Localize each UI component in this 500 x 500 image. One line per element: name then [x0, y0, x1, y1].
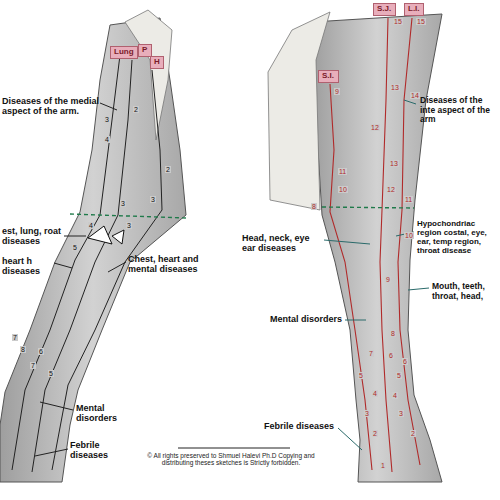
right-shoulder: [268, 12, 330, 210]
meridian-name: P: [142, 46, 148, 55]
point-number: 3: [104, 116, 110, 123]
region-label: Febrile diseases: [70, 440, 122, 460]
region-label: Mouth, teeth, throat, head,: [432, 282, 498, 301]
point-number: 13: [390, 84, 400, 91]
point-number: 11: [404, 196, 413, 203]
meridian-tag: Lung: [110, 46, 138, 59]
point-number: 12: [370, 124, 380, 131]
point-number: 8: [20, 346, 26, 353]
point-number: 3: [120, 200, 126, 207]
point-number: 8: [311, 203, 317, 210]
region-label: Mental disorders: [76, 403, 132, 423]
point-number: 2: [133, 106, 139, 113]
point-number: 7: [30, 362, 36, 369]
point-number: 3: [398, 410, 404, 417]
point-number: 1: [380, 462, 386, 469]
point-number: 10: [338, 186, 348, 193]
right-meridians: [330, 18, 420, 472]
point-number: 5: [358, 372, 364, 379]
region-label: heart h diseases: [2, 256, 52, 276]
elbow-crease: [70, 214, 186, 218]
point-number: 11: [338, 168, 347, 175]
leader-lines: [324, 100, 429, 450]
point-number: 2: [165, 166, 171, 173]
point-number: 6: [38, 348, 44, 355]
elbow-crease: [322, 207, 414, 208]
meridian-tag: S.J.: [373, 3, 396, 16]
meridian-name: H: [154, 58, 160, 67]
point-number: 9: [334, 88, 340, 95]
region-label: Diseases of the inte aspect of the arm: [420, 96, 498, 125]
point-number: 3: [126, 222, 132, 229]
meridian-tag: H: [150, 56, 164, 69]
point-number: 13: [389, 160, 399, 167]
point-number: 5: [72, 244, 78, 251]
point-number: 4: [104, 136, 110, 143]
point-number: 4: [392, 392, 398, 399]
point-number: 5: [396, 372, 402, 379]
point-number: 10: [404, 232, 414, 239]
rule-line: [178, 448, 290, 449]
meridian-name: S.J.: [377, 5, 392, 14]
region-label: est, lung, roat diseases: [2, 226, 62, 246]
point-number: 7: [368, 350, 374, 357]
meridian-tag: L.I.: [404, 3, 424, 16]
region-label: Chest, heart and mental diseases: [128, 254, 220, 274]
point-number: 8: [390, 330, 396, 337]
point-number: 14: [410, 92, 420, 99]
point-number: 4: [88, 222, 94, 229]
meridian-name: Lung: [114, 48, 134, 57]
point-number: 2: [372, 430, 378, 437]
point-number: 2: [410, 430, 416, 437]
point-number: 12: [386, 186, 396, 193]
region-label: Febrile diseases: [264, 421, 344, 431]
elbow-mark: [112, 230, 124, 244]
point-number: 6: [402, 358, 408, 365]
meridian-tag: S.I.: [318, 70, 339, 83]
region-label: Diseases of the medial aspect of the arm…: [2, 96, 120, 116]
point-number: 15: [393, 18, 403, 25]
point-number: 3: [150, 196, 156, 203]
copyright-note: © All rights preserved to Shmuel Halevi …: [145, 452, 317, 467]
region-label: Hypochondriac region costal, eye, ear, t…: [417, 220, 498, 256]
left-shoulder: [125, 10, 172, 140]
point-number: 6: [388, 352, 394, 359]
point-number: 5: [48, 370, 54, 377]
point-number: 7: [12, 334, 18, 341]
point-number: 4: [372, 390, 378, 397]
point-number: 9: [385, 276, 391, 283]
meridian-name: L.I.: [408, 5, 420, 14]
meridian-tag: P: [138, 44, 152, 57]
point-number: 15: [416, 18, 426, 25]
region-label: Head, neck, eye ear diseases: [242, 233, 322, 253]
point-number: 3: [364, 410, 370, 417]
meridian-name: S.I.: [322, 72, 335, 81]
region-label: Mental disorders: [270, 314, 344, 324]
